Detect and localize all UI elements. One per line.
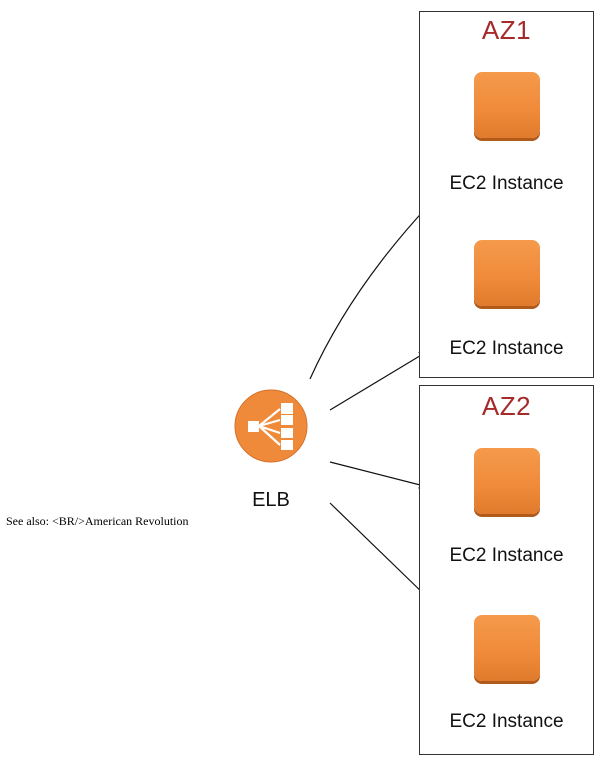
elb-icon bbox=[234, 389, 308, 463]
ec2-instance-label: EC2 Instance bbox=[449, 338, 564, 359]
availability-zone-az2: AZ2 EC2 Instance EC2 Instance bbox=[419, 385, 594, 755]
see-also-note: See also: <BR/>American Revolution bbox=[6, 514, 189, 528]
az1-title: AZ1 bbox=[481, 15, 532, 45]
availability-zone-az1: AZ1 EC2 Instance EC2 Instance bbox=[419, 11, 594, 378]
arrow-elb-to-az1-instance-2 bbox=[329, 350, 429, 411]
arrow-elb-to-az2-instance-1 bbox=[329, 461, 429, 489]
arrow-elb-to-az1-instance-1 bbox=[309, 205, 429, 380]
ec2-instance-icon bbox=[474, 240, 542, 308]
arrow-elb-to-az2-instance-2 bbox=[329, 502, 429, 599]
ec2-instance-icon bbox=[474, 72, 542, 140]
ec2-instance-label: EC2 Instance bbox=[449, 545, 564, 566]
elb-label: ELB bbox=[252, 489, 290, 511]
ec2-instance-label: EC2 Instance bbox=[449, 173, 564, 194]
az2-title: AZ2 bbox=[481, 391, 532, 421]
ec2-instance-label: EC2 Instance bbox=[449, 711, 564, 732]
ec2-instance-icon bbox=[474, 615, 542, 683]
ec2-instance-icon bbox=[474, 448, 542, 516]
